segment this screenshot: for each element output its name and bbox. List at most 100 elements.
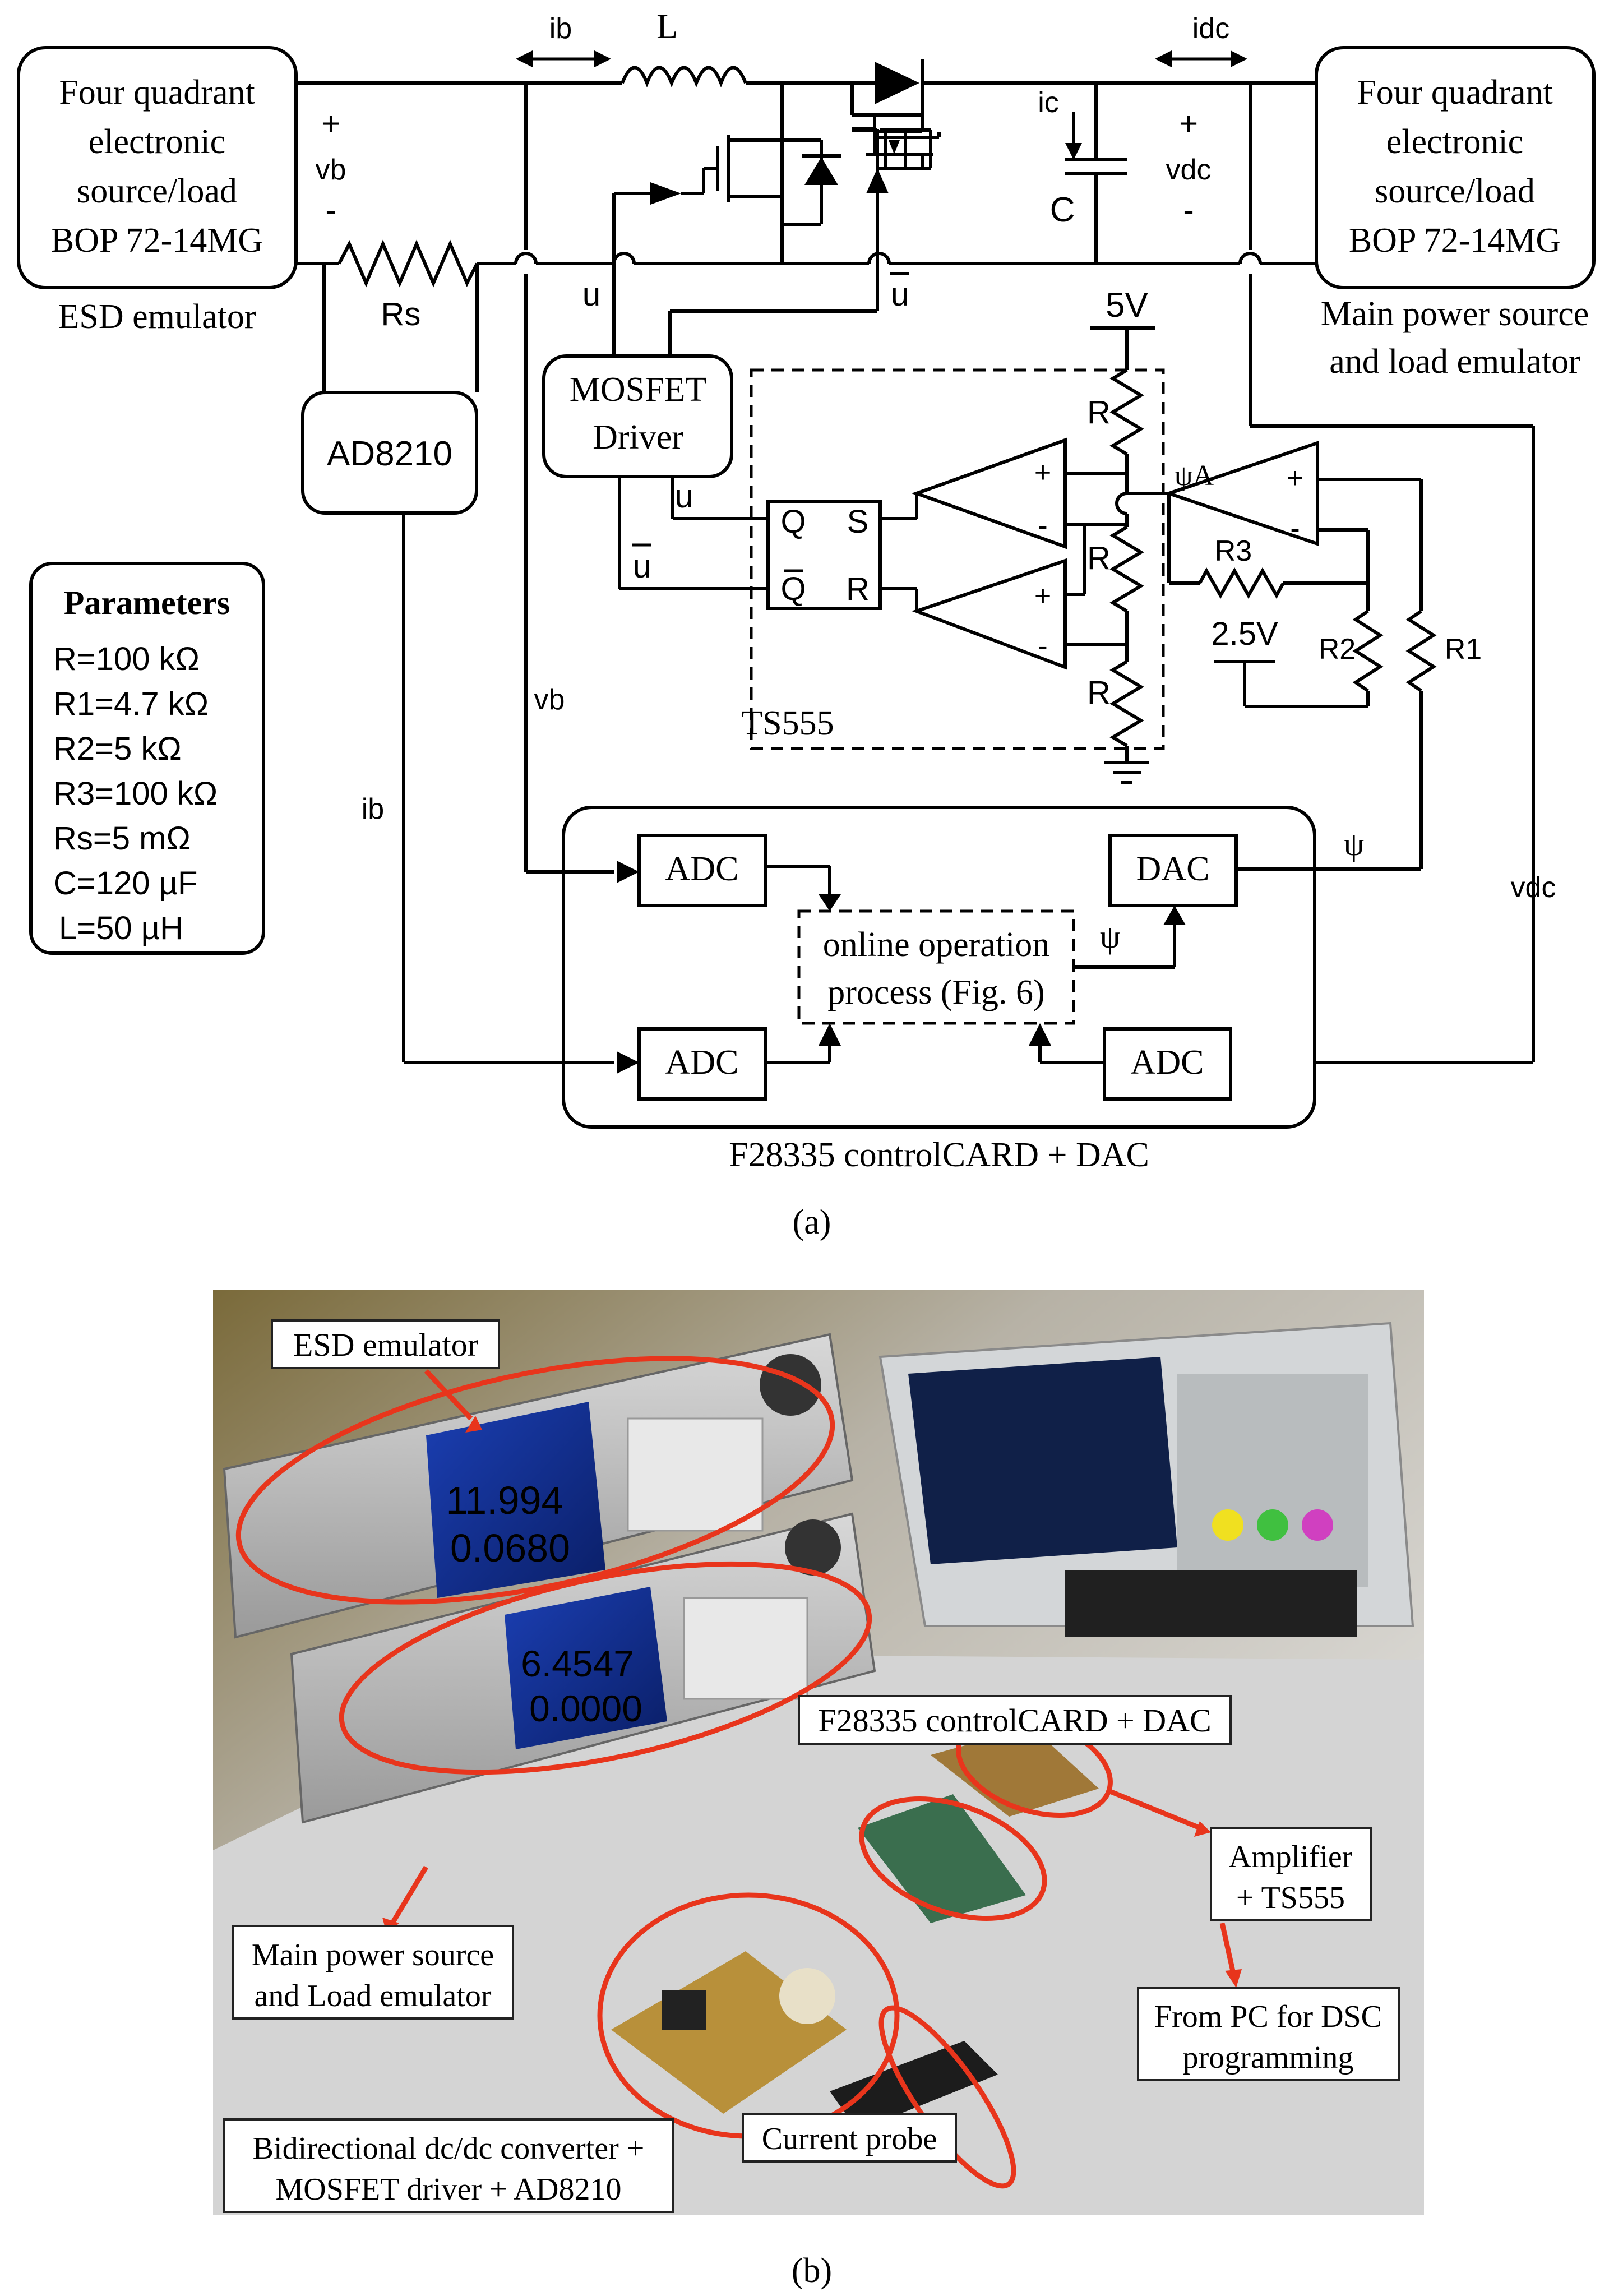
main-block-line2: electronic — [1386, 123, 1523, 161]
label-probe: Current probe — [742, 2113, 957, 2163]
label-f28335: F28335 controlCARD + DAC — [798, 1695, 1232, 1745]
param-r1: R1=4.7 kΩ — [53, 686, 209, 722]
r2-label: R2 — [1319, 633, 1356, 666]
ib-arrow — [516, 50, 611, 67]
sr-flipflop — [766, 493, 918, 611]
main-highlight — [339, 1561, 872, 1775]
esd-source-block: Four quadrant electronic source/load BOP… — [17, 46, 298, 289]
cmp-lower-minus: - — [1038, 630, 1047, 663]
vdc-feedback-label: vdc — [1511, 871, 1556, 904]
rs-label: Rs — [381, 296, 421, 332]
ff-s: S — [847, 503, 869, 540]
esd-block-line3: source/load — [77, 172, 237, 210]
label-bidir: Bidirectional dc/dc converter + MOSFET d… — [223, 2118, 674, 2213]
cmp-upper-minus: - — [1038, 510, 1047, 542]
param-r2: R2=5 kΩ — [53, 731, 182, 767]
ts555-box — [750, 368, 1165, 750]
ubar-label-top: u — [891, 276, 909, 313]
esd-caption: ESD emulator — [58, 298, 256, 336]
control-card — [404, 806, 1421, 1129]
vb-plus: + — [321, 105, 340, 142]
r-bot-label: R — [1087, 675, 1111, 711]
param-l: L=50 µH — [59, 910, 183, 946]
r1-label: R1 — [1445, 633, 1482, 666]
capacitor — [1065, 83, 1127, 264]
comparator-lower — [912, 558, 1127, 670]
u-label-driver: u — [675, 478, 693, 515]
psi-internal-label: ψ — [1100, 918, 1120, 955]
adc-vb: ADC — [665, 850, 739, 888]
ad8210-label: AD8210 — [327, 435, 452, 473]
comparator-upper — [912, 437, 1116, 594]
idc-arrow — [1155, 50, 1247, 67]
param-r: R=100 kΩ — [53, 641, 200, 677]
esd-block-line1: Four quadrant — [59, 73, 255, 112]
ff-q: Q — [780, 503, 806, 540]
esd-display-voltage: 11.994 — [446, 1479, 563, 1522]
process-line2: process (Fig. 6) — [827, 973, 1044, 1011]
driver-line1: MOSFET — [570, 371, 707, 409]
ff-r: R — [846, 571, 870, 607]
cmp-upper-plus: + — [1034, 456, 1051, 489]
controlcard-highlight — [859, 1796, 1047, 1921]
parameters-title: Parameters — [64, 584, 230, 621]
inductor-label: L — [656, 8, 678, 46]
label-esd: ESD emulator — [271, 1319, 500, 1369]
ib-label: ib — [549, 12, 572, 45]
two-five-v-label: 2.5V — [1211, 616, 1278, 652]
label-main-line1: Main power source — [252, 1938, 494, 1972]
ubar-label-driver: u — [633, 548, 651, 585]
label-amplifier-line2: + TS555 — [1236, 1881, 1345, 1915]
ff-qbar: Q — [780, 571, 806, 607]
main-caption-line1: Main power source — [1321, 295, 1589, 333]
label-pc-line2: programming — [1183, 2040, 1354, 2075]
ib-feedback-label: ib — [362, 793, 384, 825]
ts555-label: TS555 — [741, 704, 834, 742]
vb-label: vb — [316, 154, 346, 186]
cmp-lower-plus: + — [1034, 580, 1051, 612]
vdc-label: vdc — [1166, 154, 1212, 186]
param-rs: Rs=5 mΩ — [53, 820, 191, 857]
schematic: Four quadrant electronic source/load BOP… — [17, 8, 1596, 1241]
adc-vdc: ADC — [1131, 1043, 1204, 1082]
vb-minus: - — [325, 192, 336, 229]
parameters-box: Parameters R=100 kΩ R1=4.7 kΩ R2=5 kΩ R3… — [29, 562, 265, 955]
amp-minus: - — [1290, 512, 1300, 545]
dac-label: DAC — [1136, 850, 1210, 888]
u-label: u — [582, 276, 600, 313]
five-v-label: 5V — [1106, 286, 1148, 325]
label-main: Main power source and Load emulator — [232, 1925, 514, 2020]
main-display-current: 0.0000 — [529, 1688, 642, 1729]
main-block-line3: source/load — [1375, 172, 1535, 210]
upper-gate-path — [668, 168, 889, 356]
upper-mosfet — [850, 83, 941, 170]
r-mid-label: R — [1087, 540, 1111, 576]
mosfet-driver-block — [542, 354, 768, 590]
photo: 11.994 0.0680 6.4547 0.0000 — [213, 1290, 1424, 2290]
label-bidir-line1: Bidirectional dc/dc converter + — [253, 2131, 645, 2166]
r3-label: R3 — [1215, 535, 1252, 567]
label-probe-text: Current probe — [762, 2122, 937, 2156]
psi-a-label: ψA — [1175, 460, 1214, 492]
amplifier — [1127, 440, 1437, 871]
label-pc-line1: From PC for DSC — [1154, 1999, 1382, 2034]
label-esd-text: ESD emulator — [293, 1327, 478, 1363]
vdc-minus: - — [1183, 192, 1194, 229]
param-r3: R3=100 kΩ — [53, 775, 218, 812]
label-f28335-text: F28335 controlCARD + DAC — [818, 1702, 1211, 1739]
param-c: C=120 µF — [53, 865, 198, 902]
esd-highlight — [235, 1356, 835, 1605]
esd-block-line2: electronic — [89, 123, 225, 161]
oscilloscope — [878, 1322, 1414, 1637]
main-block-line4: BOP 72-14MG — [1349, 221, 1561, 260]
caption-a: (a) — [793, 1203, 831, 1241]
amp-plus: + — [1287, 462, 1303, 495]
cap-label: C — [1050, 191, 1075, 229]
process-line1: online operation — [823, 926, 1050, 964]
driver-line2: Driver — [593, 418, 683, 456]
boards — [611, 1727, 1099, 2131]
lower-mosfet — [612, 135, 841, 356]
vdc-plus: + — [1179, 105, 1198, 142]
main-caption-line2: and load emulator — [1329, 343, 1580, 381]
